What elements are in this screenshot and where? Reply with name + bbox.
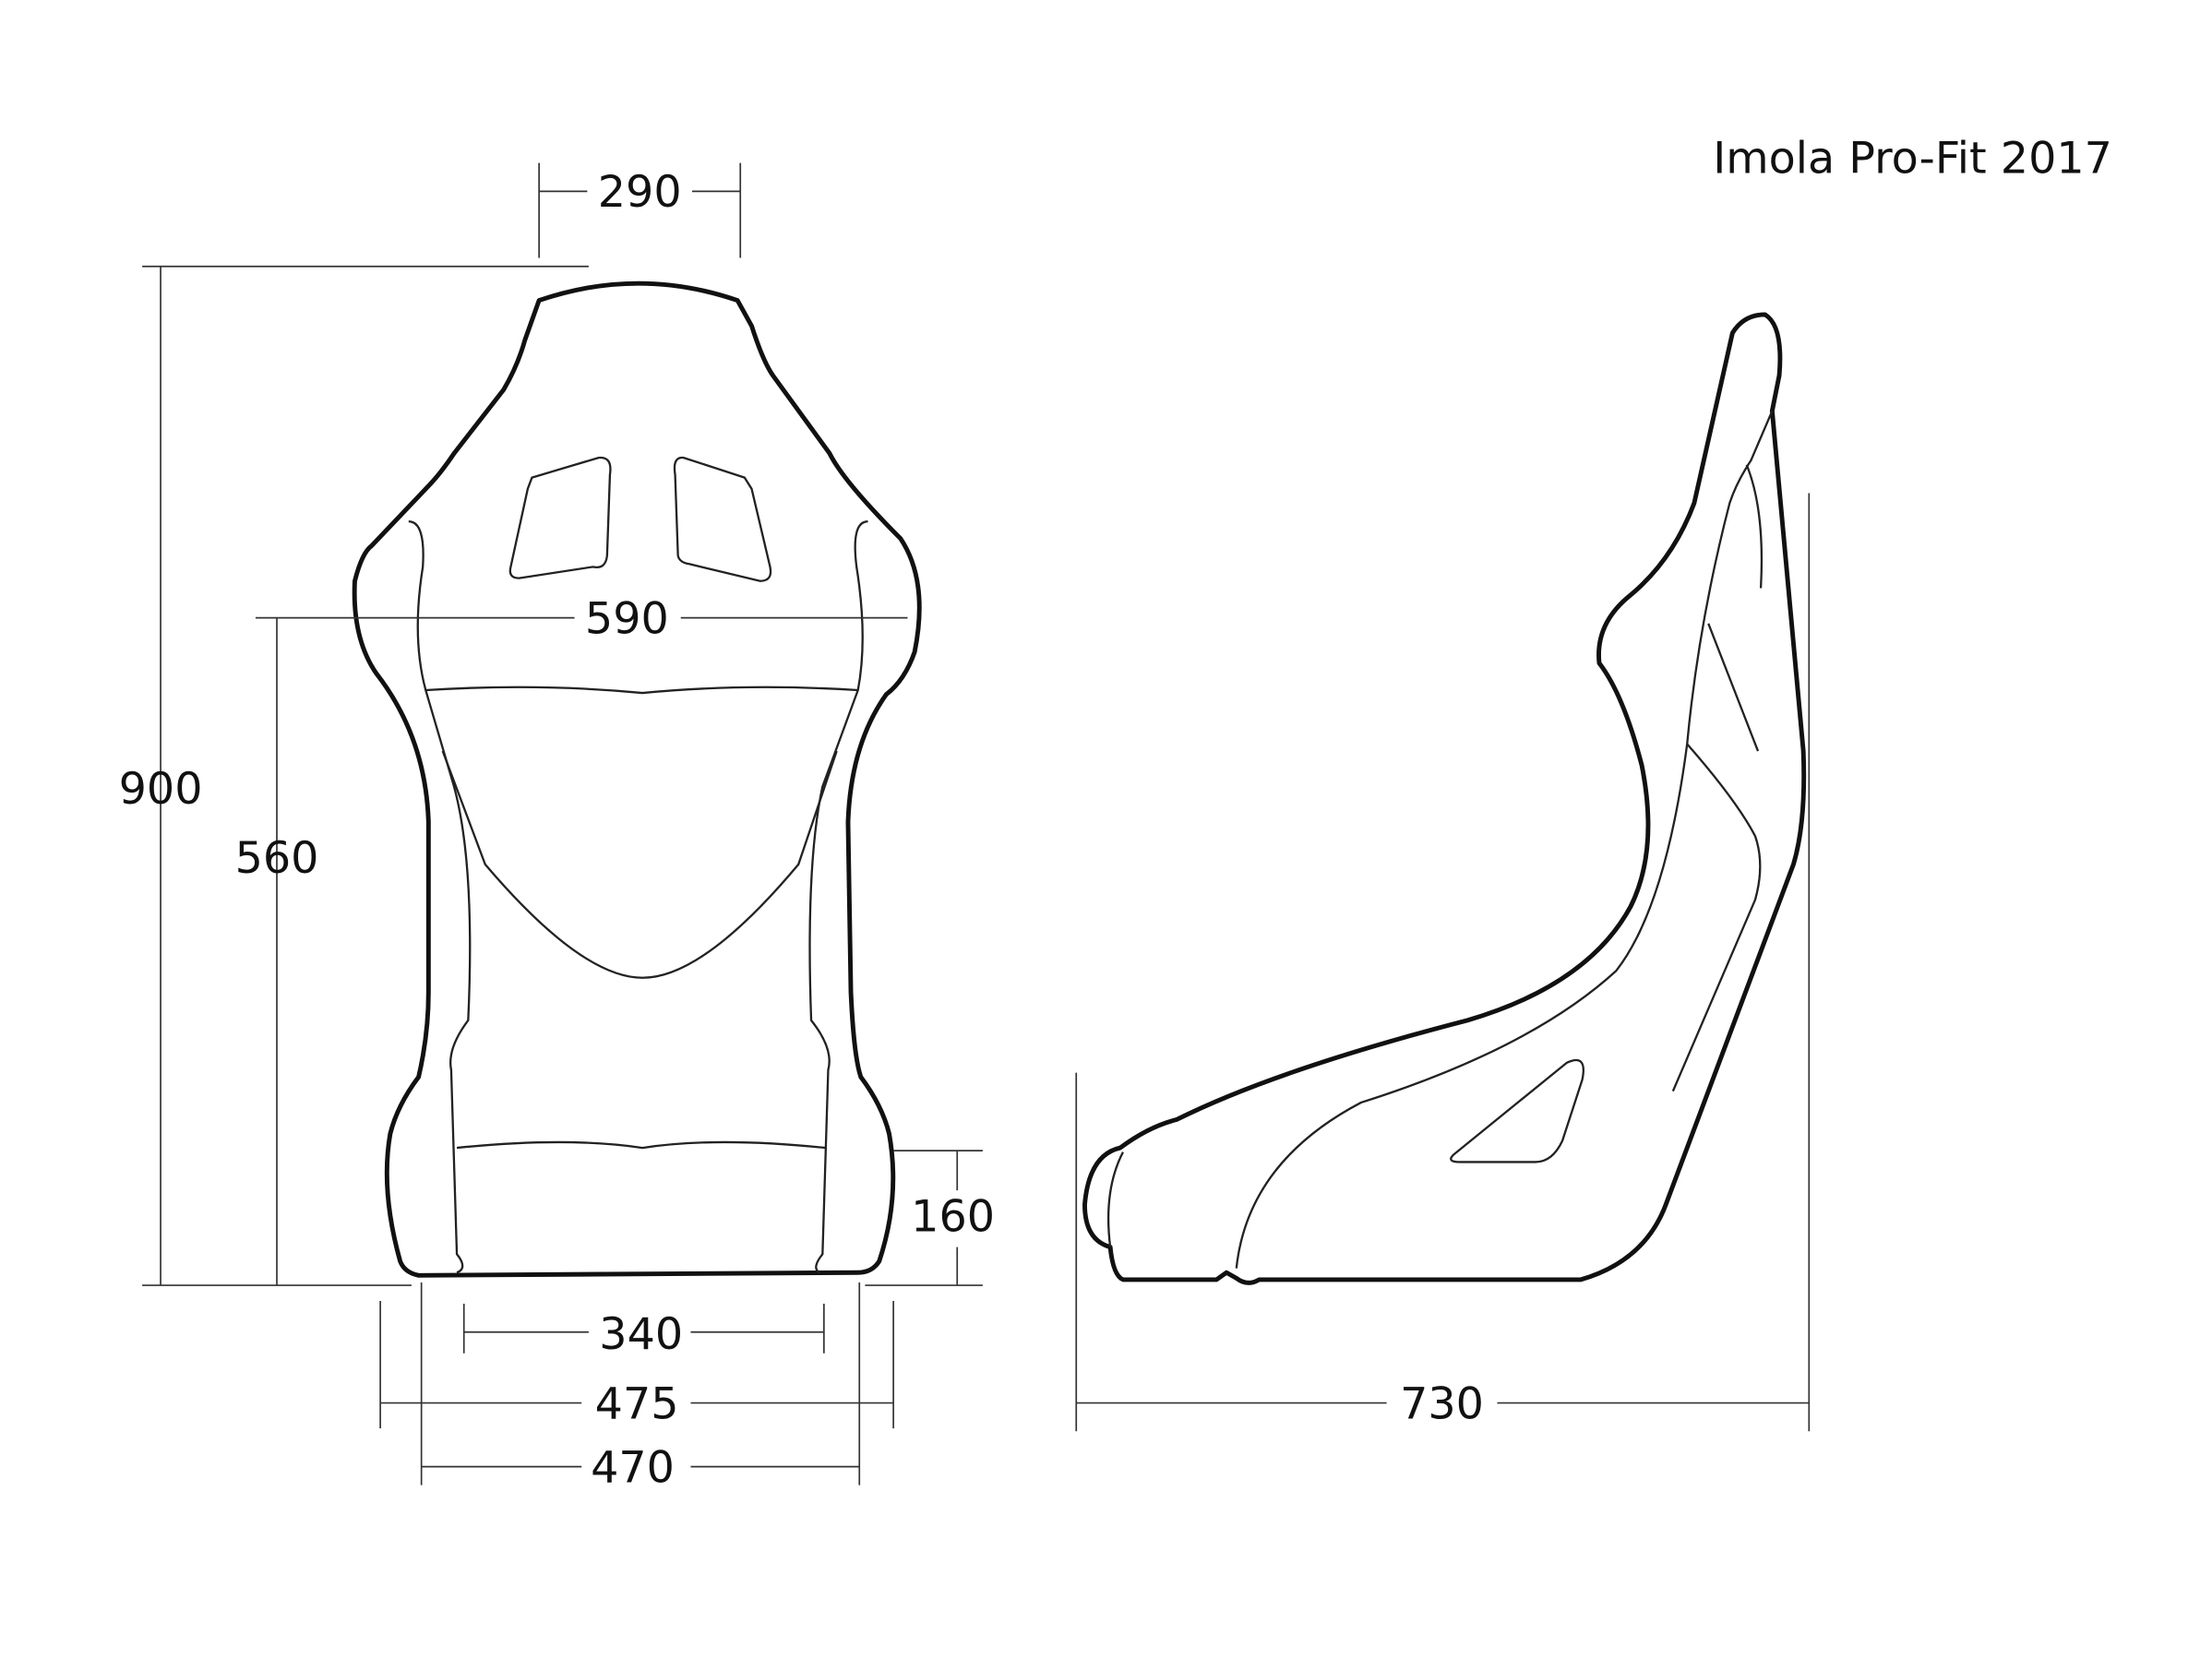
dim-total-height: 900 bbox=[119, 764, 203, 815]
seat-seam bbox=[456, 1140, 826, 1150]
dim-depth: 730 bbox=[1400, 1378, 1484, 1429]
model-title: Imola Pro-Fit 2017 bbox=[1713, 133, 2112, 184]
side-dimensions: 730 bbox=[1075, 493, 1811, 1432]
side-handle-cutout bbox=[1450, 1058, 1584, 1163]
back-v-panel bbox=[441, 750, 838, 979]
right-harness-slot bbox=[673, 456, 772, 582]
dim-headrest-width: 290 bbox=[598, 167, 682, 218]
dim-seat-inner-width: 340 bbox=[599, 1309, 683, 1360]
dim-seat-outer-width: 475 bbox=[595, 1378, 679, 1429]
front-seat-outline bbox=[352, 280, 922, 1278]
side-shell-inner-line bbox=[1671, 410, 1774, 1092]
side-seat-outline bbox=[1082, 312, 1807, 1285]
left-harness-slot bbox=[508, 456, 612, 579]
side-back-line bbox=[1707, 623, 1760, 752]
dim-shoulder-width: 590 bbox=[585, 594, 669, 645]
side-headrest-curve bbox=[1745, 464, 1764, 589]
left-bolster-line bbox=[408, 520, 472, 1274]
side-front-lip bbox=[1106, 1151, 1124, 1247]
dim-bolster-height: 160 bbox=[911, 1192, 995, 1243]
right-bolster-line bbox=[808, 520, 868, 1274]
front-dimensions: 290 900 590 560 160 340 475 470 bbox=[119, 162, 995, 1494]
dim-base-width: 470 bbox=[591, 1443, 675, 1494]
side-seat-inner-line bbox=[1235, 744, 1689, 1269]
back-seam bbox=[425, 686, 858, 695]
dim-shoulder-height: 560 bbox=[235, 833, 319, 884]
side-view bbox=[1082, 312, 1807, 1285]
front-view bbox=[352, 280, 922, 1278]
